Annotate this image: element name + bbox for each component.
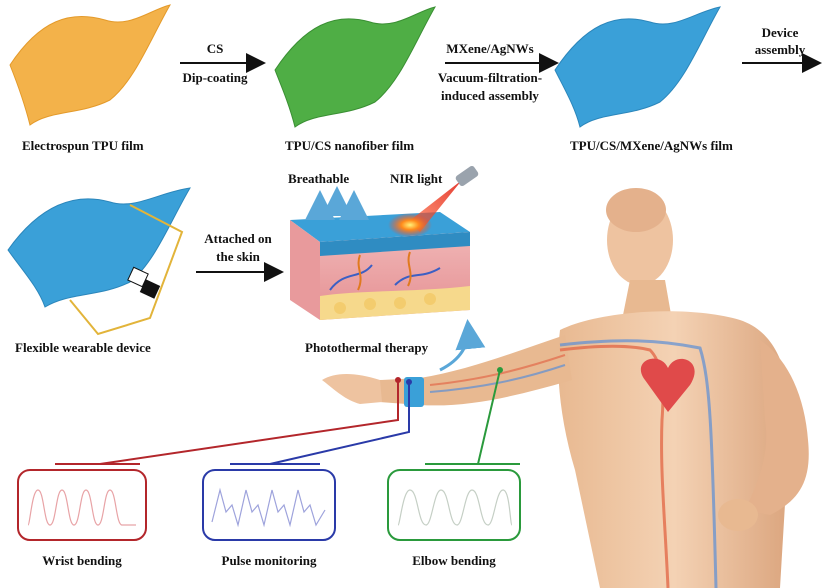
- orange-tpu-film: [9, 4, 172, 126]
- skin-cross-section: [290, 212, 470, 320]
- therapy-return-arrow: [439, 319, 486, 372]
- pulse-lead: [230, 379, 412, 465]
- flexible-device: [7, 187, 191, 336]
- wrist-signal-panel: [17, 469, 147, 541]
- therapy-caption: Photothermal therapy: [305, 340, 429, 355]
- elbow-signal-label: Elbow bending: [412, 553, 496, 568]
- step2-caption: TPU/CS nanofiber film: [285, 138, 414, 153]
- arrow3-top-line1: Device: [762, 25, 799, 40]
- arrow1-top-label: CS: [207, 41, 224, 56]
- arrow3-top-line2: assembly: [755, 42, 806, 57]
- arrow2-bottom-line2: induced assembly: [441, 88, 539, 103]
- nir-light-source: [388, 165, 479, 237]
- green-tpu-cs-film: [274, 6, 437, 128]
- nir-label: NIR light: [390, 171, 443, 186]
- blue-composite-film: [554, 6, 721, 128]
- elbow-lead: [425, 367, 520, 465]
- wrist-lead: [55, 377, 401, 465]
- step1-caption: Electrospun TPU film: [22, 138, 144, 153]
- pulse-signal-label: Pulse monitoring: [222, 553, 317, 568]
- human-figure: [322, 188, 809, 588]
- pulse-signal-panel: [202, 469, 336, 541]
- arrow4-line2: the skin: [216, 249, 260, 264]
- device-caption: Flexible wearable device: [15, 340, 151, 355]
- breathable-label: Breathable: [288, 171, 349, 186]
- arrow2-top-label: MXene/AgNWs: [446, 41, 533, 56]
- arrow1-bottom-label: Dip-coating: [183, 70, 249, 85]
- breathable-arrows: [305, 186, 369, 220]
- wrist-signal-label: Wrist bending: [42, 553, 122, 568]
- step3-caption: TPU/CS/MXene/AgNWs film: [570, 138, 733, 153]
- elbow-signal-panel: [387, 469, 521, 541]
- arrow2-bottom-line1: Vacuum-filtration-: [438, 70, 542, 85]
- arrow4-line1: Attached on: [204, 231, 272, 246]
